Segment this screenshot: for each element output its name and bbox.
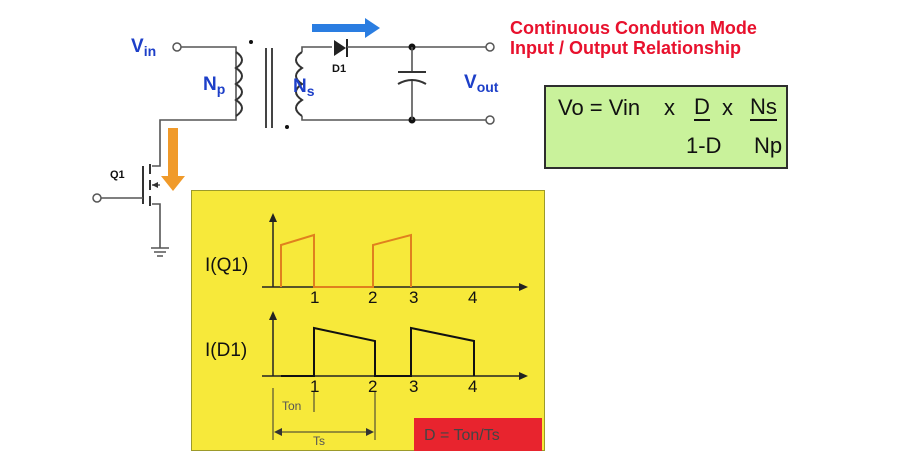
formula-d-denominator: 1-D xyxy=(686,133,722,158)
d1-tick-4: 4 xyxy=(468,377,477,396)
title-line-2: Input / Output Relationship xyxy=(510,38,741,58)
primary-dot xyxy=(249,40,253,44)
formula-times-2: x xyxy=(722,95,733,120)
ns-label: Ns xyxy=(293,76,315,99)
d1-y-arrow xyxy=(269,311,277,320)
duty-ratio-label: D = Ton/Ts xyxy=(424,427,500,444)
vout-terminal-bottom xyxy=(485,115,495,125)
q1-y-arrow xyxy=(269,213,277,222)
q1-current-waveform xyxy=(280,233,412,288)
q1-x-arrow xyxy=(519,283,528,291)
ton-label: Ton xyxy=(282,399,301,413)
mosfet-body-arrow xyxy=(152,182,158,188)
ts-label: Ts xyxy=(313,434,325,448)
primary-coil xyxy=(234,51,243,117)
q1-tick-1: 1 xyxy=(310,288,319,307)
ts-arrow-right xyxy=(366,428,374,436)
capacitor-curved-plate xyxy=(397,79,427,85)
d1-tick-2: 2 xyxy=(368,377,377,396)
np-label: Np xyxy=(203,74,225,97)
waveform-panel xyxy=(191,190,545,451)
formula-np-denominator: Np xyxy=(754,133,783,158)
primary-wire xyxy=(159,46,237,150)
formula-ns-numerator: Ns xyxy=(750,94,777,121)
vout-label: Vout xyxy=(464,72,499,95)
secondary-top-wire xyxy=(301,46,332,52)
formula-lhs: Vo = Vin xyxy=(558,95,641,120)
secondary-dot xyxy=(285,125,289,129)
title-line-1: Continuous Condution Mode xyxy=(510,18,757,38)
d1-axis-label: I(D1) xyxy=(205,340,247,361)
d1-current-waveform xyxy=(281,326,475,377)
power-flow-arrow-icon xyxy=(312,18,380,38)
secondary-bottom-wire xyxy=(301,116,486,121)
q1-tick-2: 2 xyxy=(368,288,377,307)
q1-tick-4: 4 xyxy=(468,288,477,307)
d1-x-arrow xyxy=(519,372,528,380)
ts-arrow-left xyxy=(274,428,282,436)
formula-times-1: x xyxy=(664,95,675,120)
gate-terminal xyxy=(92,193,102,203)
ground-icon xyxy=(151,247,169,257)
diode-symbol xyxy=(334,40,346,56)
switch-label: Q1 xyxy=(110,169,125,181)
d1-tick-1: 1 xyxy=(310,377,319,396)
formula-box: Vo = Vin x D x Ns 1-D Np xyxy=(544,85,788,169)
q1-axis-label: I(Q1) xyxy=(205,255,248,276)
q1-tick-3: 3 xyxy=(409,288,418,307)
secondary-coil xyxy=(295,51,304,117)
formula-d-numerator: D xyxy=(694,94,710,121)
d1-tick-3: 3 xyxy=(409,377,418,396)
duty-ratio-box: D = Ton/Ts xyxy=(414,418,542,451)
mosfet-drain-wire xyxy=(152,150,161,167)
primary-current-arrow-icon xyxy=(161,128,185,191)
diode-label: D1 xyxy=(332,63,346,75)
vin-label: Vin xyxy=(131,36,156,59)
vout-terminal-top xyxy=(485,42,495,52)
